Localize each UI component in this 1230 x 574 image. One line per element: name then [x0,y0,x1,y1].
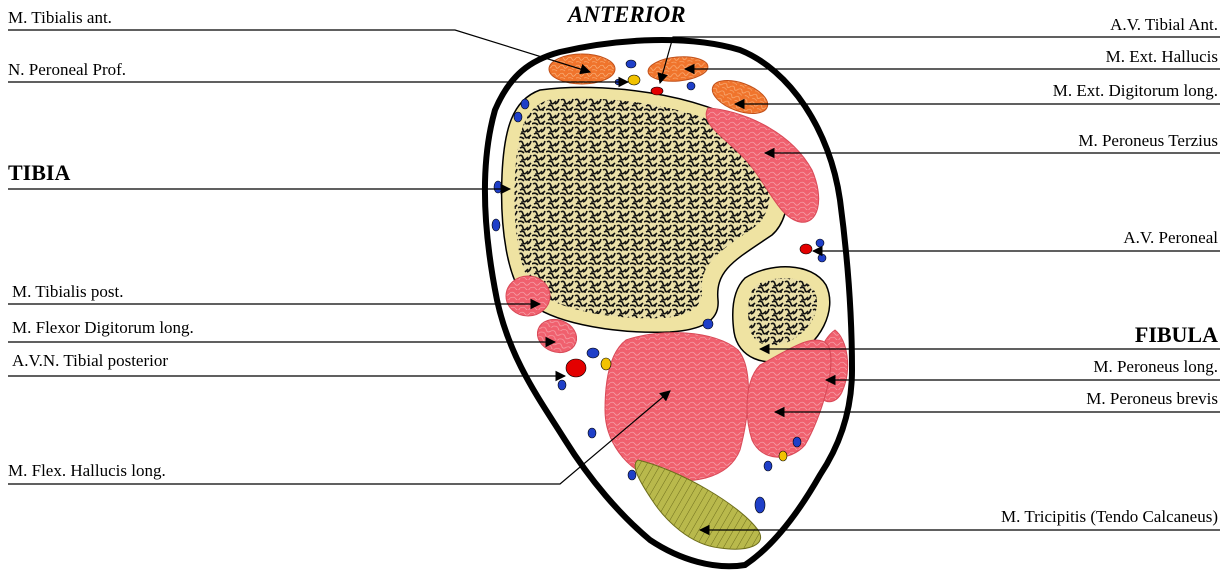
label-ext-hallucis: M. Ext. Hallucis [1106,47,1218,66]
label-tibialis-ant: M. Tibialis ant. [8,8,112,27]
label-av-tibial-ant: A.V. Tibial Ant. [1110,15,1218,34]
label-av-peroneal: A.V. Peroneal [1123,228,1218,247]
sural-nerve [779,451,787,461]
label-peroneal-prof: N. Peroneal Prof. [8,60,126,79]
label-peroneus-brevis: M. Peroneus brevis [1086,389,1218,408]
vein-dot [626,60,636,68]
vein-dot [816,239,824,247]
label-flex-hallucis-long: M. Flex. Hallucis long. [8,461,166,480]
label-fibula: FIBULA [1135,322,1218,347]
vein-dot [494,181,502,193]
vein-dot [818,254,826,262]
label-tibialis-post: M. Tibialis post. [12,282,124,301]
label-tibia: TIBIA [8,160,70,185]
label-peroneus-terzius: M. Peroneus Terzius [1078,131,1218,150]
label-peroneus-long: M. Peroneus long. [1093,357,1218,376]
vein-dot [514,112,522,122]
vein-dot [492,219,500,231]
label-ext-dig-long: M. Ext. Digitorum long. [1053,81,1218,100]
flexor-hallucis-muscle [605,333,748,481]
tibialis-post-muscle [506,276,550,316]
vein-dot [588,428,596,438]
vein-dot [587,348,599,358]
label-flexor-dig-long: M. Flexor Digitorum long. [12,318,194,337]
label-anterior: ANTERIOR [566,2,686,27]
vein-dot [703,319,713,329]
peroneal-prof-nerve [628,75,640,85]
label-avn-tibial-post: A.V.N. Tibial posterior [12,351,168,370]
vein-dot [755,497,765,513]
vein-dot [764,461,772,471]
tibial-post-nerve [601,358,611,370]
vein-dot [687,82,695,90]
vein-dot [793,437,801,447]
vein-dot [558,380,566,390]
peroneal-artery [800,244,812,254]
label-tricipitis: M. Tricipitis (Tendo Calcaneus) [1001,507,1218,526]
vein-dot [628,470,636,480]
vein-dot [521,99,529,109]
tibial-post-artery [566,359,586,377]
tibial-ant-artery [651,87,663,95]
